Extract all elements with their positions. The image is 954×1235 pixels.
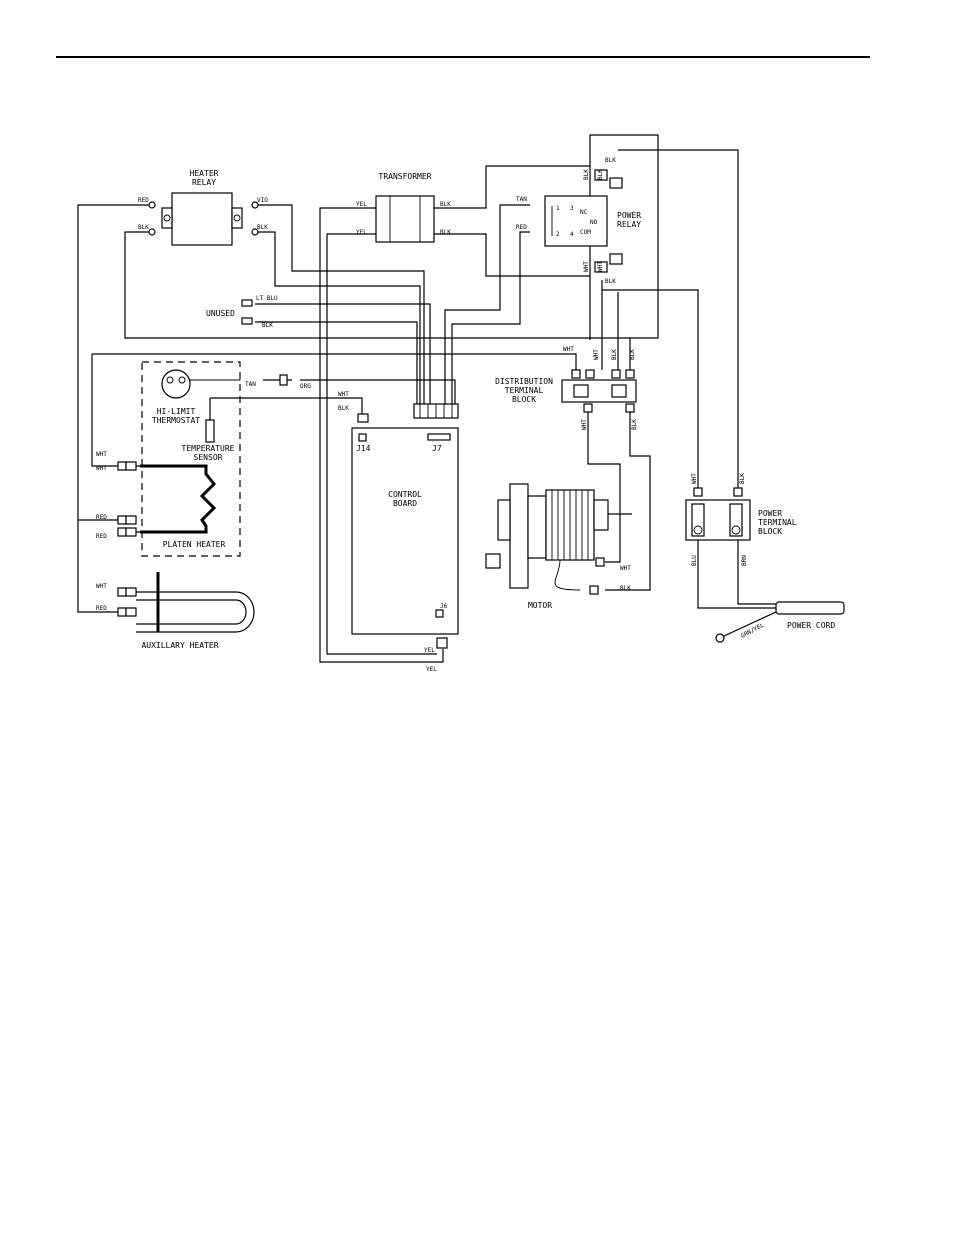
connector-j14: J14 [356, 444, 371, 453]
label-line: BLOCK [512, 395, 536, 404]
wire-label-org: ORG [300, 383, 311, 390]
wire-label-wht: WHT [563, 346, 574, 353]
wire-label-yel: YEL [356, 201, 367, 208]
label-line: BOARD [393, 499, 417, 508]
motor-label: MOTOR [528, 601, 552, 610]
wire-label-lt-blu: LT BLU [256, 295, 278, 302]
wire-label-wht: WHT [96, 583, 107, 590]
wire-label-blk: BLK [440, 229, 451, 236]
wire-label-blk: BLK [631, 419, 638, 430]
wire-label-tan: TAN [245, 381, 256, 388]
label-line: HEATER [190, 169, 219, 178]
wire-label-red: RED [516, 224, 527, 231]
label-line: RELAY [192, 178, 216, 187]
power-relay-pin: 4 [570, 231, 574, 238]
power-relay-pin: 2 [556, 231, 560, 238]
wire-label-brn: BRN [741, 555, 748, 566]
wire-label-red: RED [96, 533, 107, 540]
wire-label-red: RED [138, 197, 149, 204]
wire-label-blk: BLK [440, 201, 451, 208]
wire-label-yel: YEL [424, 647, 435, 654]
wire-label-blk: BLK [257, 224, 268, 231]
wire-label-wht: WHT [96, 465, 107, 472]
connector-j6: J6 [440, 603, 448, 610]
heater-terminals [117, 461, 137, 617]
unused-leads: UNUSED [206, 299, 253, 325]
wire-label-blk: BLK [138, 224, 149, 231]
wire-label-blk: BLK [629, 349, 636, 360]
power-relay-contact: NC [580, 209, 588, 216]
label-line: TERMINAL [505, 386, 544, 395]
wire-label-vio: VIO [257, 197, 268, 204]
label-line: BLOCK [758, 527, 782, 536]
transformer: TRANSFORMER [375, 172, 435, 243]
transformer-label: TRANSFORMER [379, 172, 432, 181]
connector-j7: J7 [432, 444, 442, 453]
wire-label-wht: WHT [581, 419, 588, 430]
wire-label-blk: BLK [605, 157, 616, 164]
power-relay-pin: 3 [570, 205, 574, 212]
label-line: TERMINAL [758, 518, 797, 527]
wire-label-blu: BLU [691, 555, 698, 566]
power-relay-contact: NO [590, 219, 598, 226]
label-line: POWER [617, 211, 641, 220]
wire-label-yel: YEL [426, 666, 437, 673]
label-line: HI-LIMIT [157, 407, 196, 416]
wire-label-blk: BLK [611, 349, 618, 360]
wire-label-blk: BLK [597, 169, 604, 180]
label-line: POWER [758, 509, 782, 518]
wire-label-blk: BLK [620, 585, 631, 592]
wire-label-wht: WHT [620, 565, 631, 572]
label-line: CONTROL [388, 490, 422, 499]
wire-label-wht: WHT [593, 349, 600, 360]
label-line: DISTRIBUTION [495, 377, 553, 386]
platen-heater: PLATEN HEATER [140, 361, 241, 557]
power-cord-label: POWER CORD [787, 621, 835, 630]
label-line: SENSOR [194, 453, 223, 462]
wire-label-blk: BLK [583, 169, 590, 180]
motor: MOTOR [485, 483, 632, 610]
platen-heater-label: PLATEN HEATER [163, 540, 226, 549]
label-line: TEMPERATURE [182, 444, 235, 453]
wire-label-blk: BLK [605, 278, 616, 285]
unused-label: UNUSED [206, 309, 235, 318]
label-line: THERMOSTAT [152, 416, 200, 425]
wire-label-wht: WHT [691, 473, 698, 484]
wire-label-red: RED [96, 514, 107, 521]
wire-label-blk: BLK [739, 473, 746, 484]
auxiliary-heater: AUXILLARY HEATER [136, 572, 255, 650]
power-relay-pin: 1 [556, 205, 560, 212]
label-line: RELAY [617, 220, 641, 229]
wire-label-yel: YEL [356, 229, 367, 236]
wire-label-blk: BLK [262, 322, 273, 329]
wire-label-wht: WHT [583, 261, 590, 272]
wire-label-wht: WHT [338, 391, 349, 398]
wire-label-wht: WHT [597, 261, 604, 272]
wire-label-blk: BLK [338, 405, 349, 412]
wire-label-tan: TAN [516, 196, 527, 203]
wire-label-red: RED [96, 605, 107, 612]
wire-label-grn-yel: GRN/YEL [740, 622, 766, 640]
power-relay-contact: COM [580, 229, 591, 236]
power-cord: POWER CORD [715, 601, 845, 643]
auxiliary-heater-label: AUXILLARY HEATER [141, 641, 218, 650]
wire-label-wht: WHT [96, 451, 107, 458]
